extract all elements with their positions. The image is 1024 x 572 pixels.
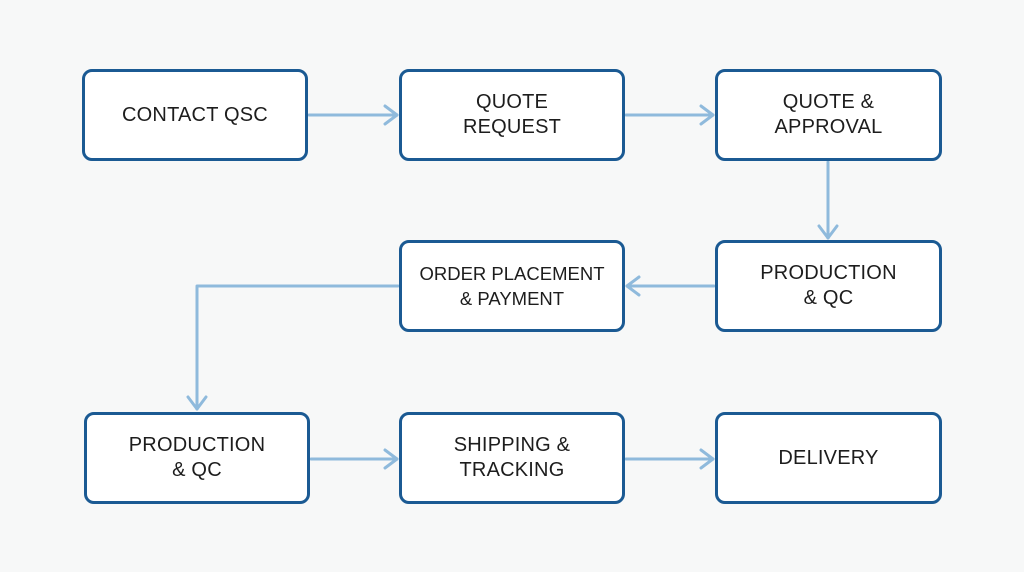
step-production-qc-bottom-label: PRODUCTION & QC [128, 434, 266, 481]
step-production-qc-top: PRODUCTION & QC [715, 240, 942, 332]
step-contact-qsc: CONTACT QSC [82, 69, 308, 161]
step-quote-request-label: QUOTE REQUEST [462, 91, 562, 138]
step-production-qc-bottom: PRODUCTION & QC [84, 412, 310, 504]
arrow-quote-request-to-quote-approval [624, 104, 715, 126]
step-quote-approval: QUOTE & APPROVAL [715, 69, 942, 161]
step-delivery: DELIVERY [715, 412, 942, 504]
step-shipping-tracking-label: SHIPPING & TRACKING [453, 434, 571, 481]
arrow-quote-approval-to-production [817, 160, 839, 240]
step-shipping-tracking: SHIPPING & TRACKING [399, 412, 625, 504]
step-order-placement-label: ORDER PLACEMENT & PAYMENT [419, 263, 605, 309]
step-contact-qsc-label: CONTACT QSC [122, 103, 268, 126]
step-delivery-label: DELIVERY [778, 446, 879, 469]
arrow-order-placement-to-production [186, 284, 400, 411]
step-production-qc-top-label: PRODUCTION & QC [760, 262, 897, 309]
step-quote-approval-label: QUOTE & APPROVAL [774, 91, 883, 138]
arrow-shipping-to-delivery [624, 448, 715, 470]
arrow-production-to-order-placement [625, 275, 716, 297]
step-quote-request: QUOTE REQUEST [399, 69, 625, 161]
step-order-placement: ORDER PLACEMENT & PAYMENT [399, 240, 625, 332]
arrow-production-to-shipping [309, 448, 399, 470]
arrow-contact-to-quote-request [307, 104, 399, 126]
